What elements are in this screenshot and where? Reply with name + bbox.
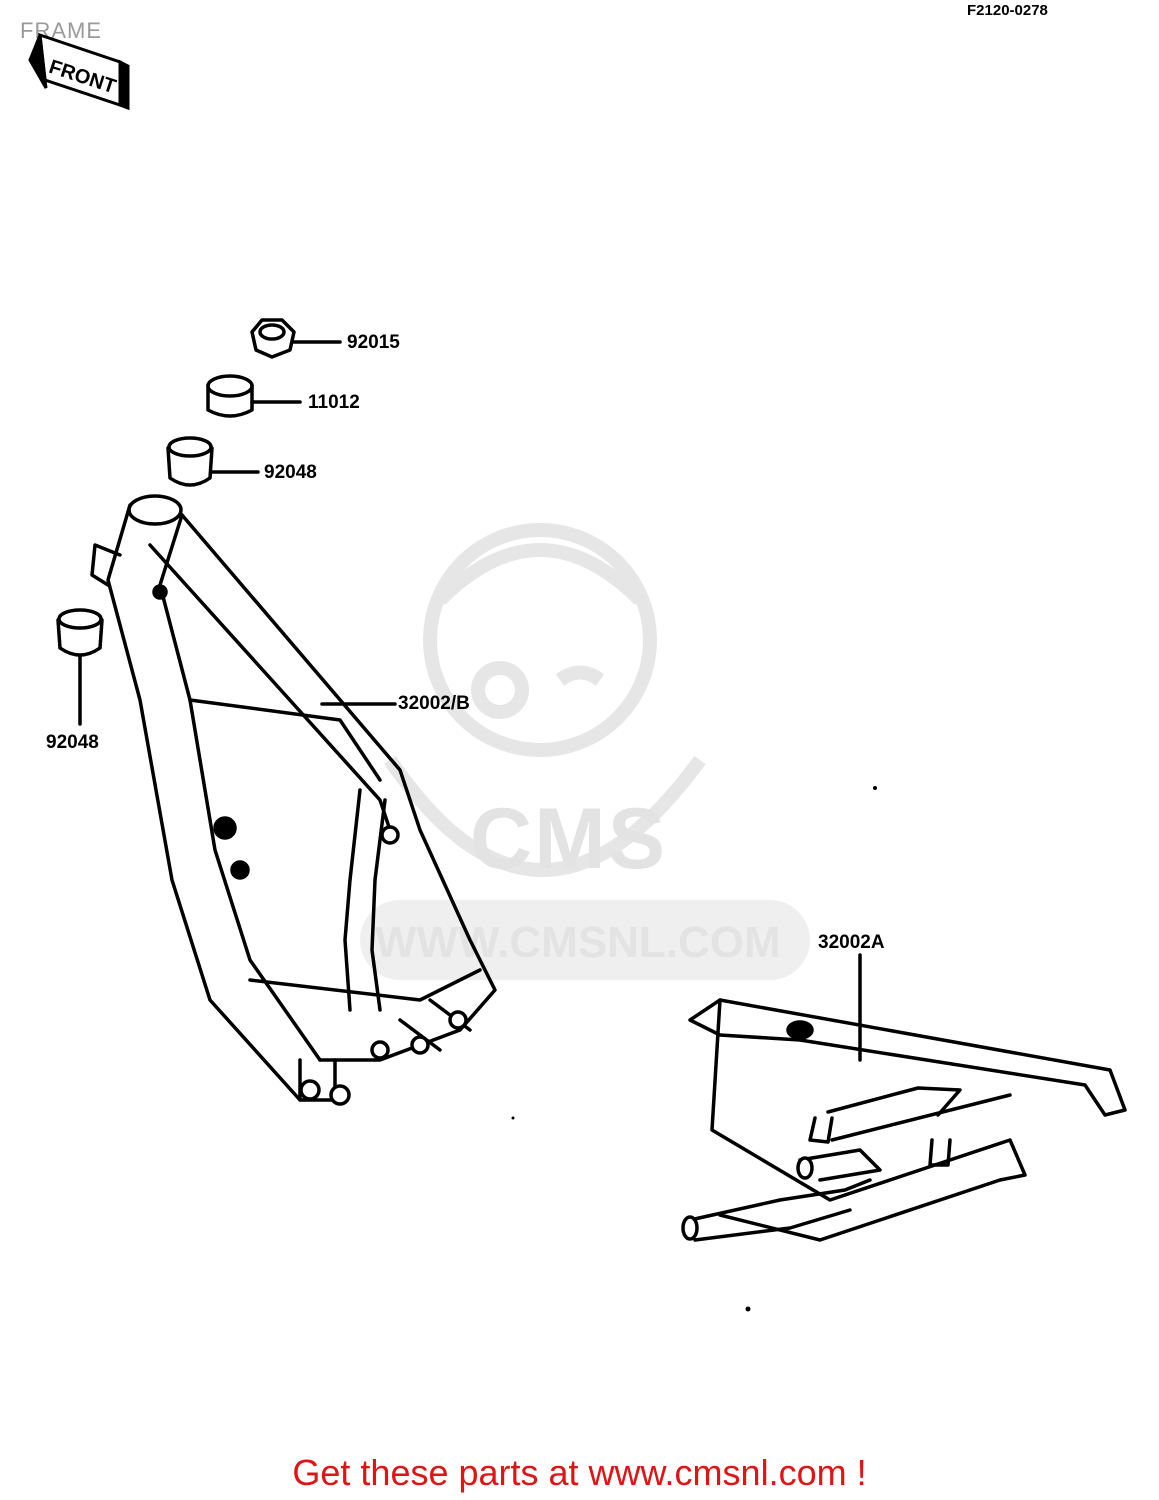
bearing-11012-part [206, 374, 302, 418]
watermark-url: WWW.CMSNL.COM [375, 918, 781, 967]
footer-shop-link[interactable]: Get these parts at www.cmsnl.com ! [292, 1452, 867, 1493]
callout-92048-top: 92048 [264, 462, 317, 483]
watermark-brand: CMS [470, 791, 668, 887]
callout-32002a: 32002A [818, 932, 885, 953]
nut-92015-part [250, 318, 342, 359]
page-title: FRAME [20, 18, 102, 43]
subframe-32002a-part [681, 953, 1127, 1242]
main-frame-32002b-part [90, 494, 497, 1106]
callout-92048-left: 92048 [46, 732, 99, 753]
seal-92048-top-part [166, 436, 260, 487]
callout-11012: 11012 [308, 392, 360, 413]
diagram-code: F2120-0278 [967, 2, 1048, 19]
seal-92048-left-part [56, 608, 104, 726]
callout-92015: 92015 [347, 332, 400, 353]
callout-32002b: 32002/B [398, 693, 470, 714]
